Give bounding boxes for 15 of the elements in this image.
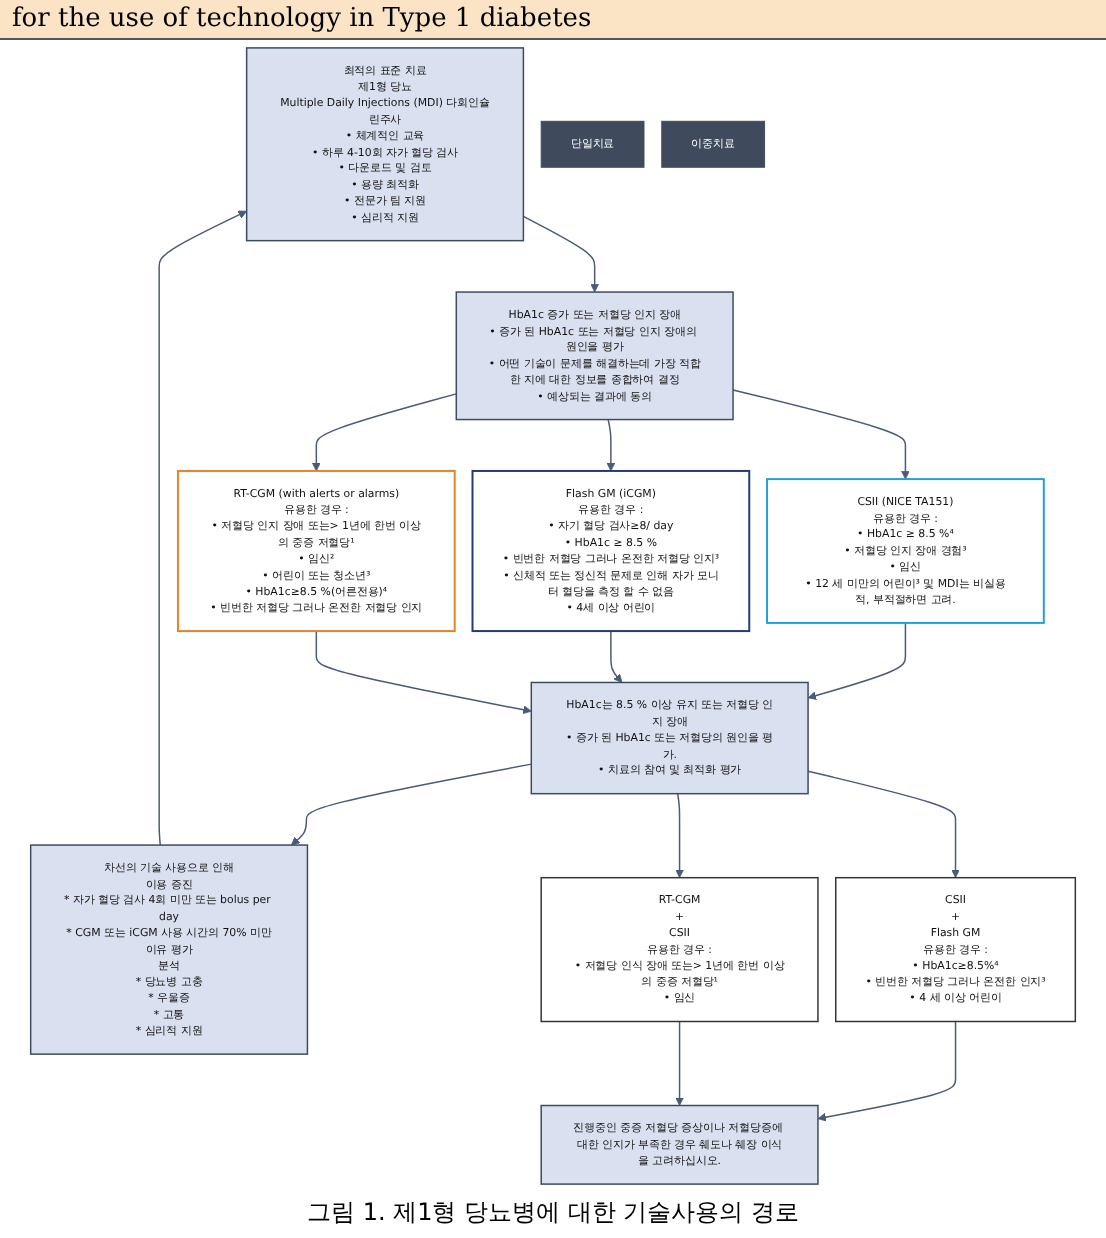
arrow — [675, 1020, 684, 1106]
arrow — [807, 622, 907, 700]
arrow — [158, 210, 248, 846]
arrow — [817, 1020, 957, 1122]
arrow — [522, 215, 599, 293]
arrow — [807, 770, 960, 879]
title: for the use of technology in Type 1 diabetes — [0, 0, 1106, 40]
arrow — [315, 630, 532, 715]
arrow — [732, 389, 910, 480]
arrow — [291, 763, 533, 846]
arrow — [606, 418, 616, 472]
arrow — [675, 792, 684, 879]
arrow — [312, 393, 458, 472]
arrow — [610, 630, 623, 683]
caption: 그림 1. 제1형 당뇨병에 대한 기술사용의 경로 — [305, 1196, 801, 1230]
